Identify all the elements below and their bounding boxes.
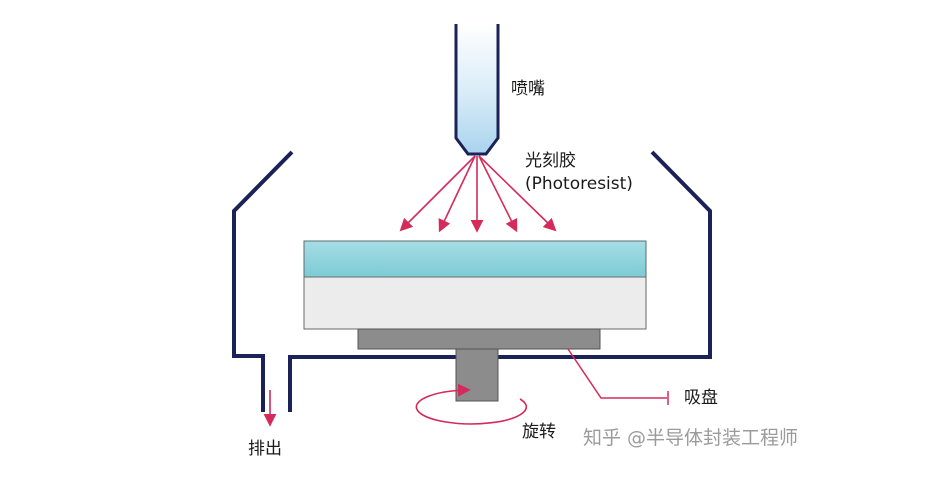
nozzle-shape xyxy=(454,24,500,156)
watermark-text: 知乎 @半导体封装工程师 xyxy=(583,427,799,449)
photoresist-label-cn: 光刻胶 xyxy=(525,151,576,171)
spray-arrows xyxy=(399,155,557,233)
bowl-outline-right xyxy=(288,150,712,412)
chuck-label: 吸盘 xyxy=(684,388,718,408)
bowl-outline-left xyxy=(232,150,294,412)
photoresist-layer xyxy=(303,240,647,278)
nozzle-label: 喷嘴 xyxy=(511,79,545,99)
chuck-shaft xyxy=(455,348,499,402)
rotation-arrow xyxy=(415,383,528,425)
spray-arrow-2 xyxy=(438,155,476,233)
spray-arrow-4 xyxy=(478,155,518,233)
spray-arrow-5 xyxy=(478,155,557,232)
chuck-plate xyxy=(357,328,601,350)
rotation-label: 旋转 xyxy=(522,422,556,442)
spray-arrow-1 xyxy=(399,155,476,232)
photoresist-label-en: (Photoresist) xyxy=(525,174,633,194)
chuck-leader-line xyxy=(567,348,667,399)
drain-label: 排出 xyxy=(248,439,282,459)
wafer xyxy=(303,276,647,330)
